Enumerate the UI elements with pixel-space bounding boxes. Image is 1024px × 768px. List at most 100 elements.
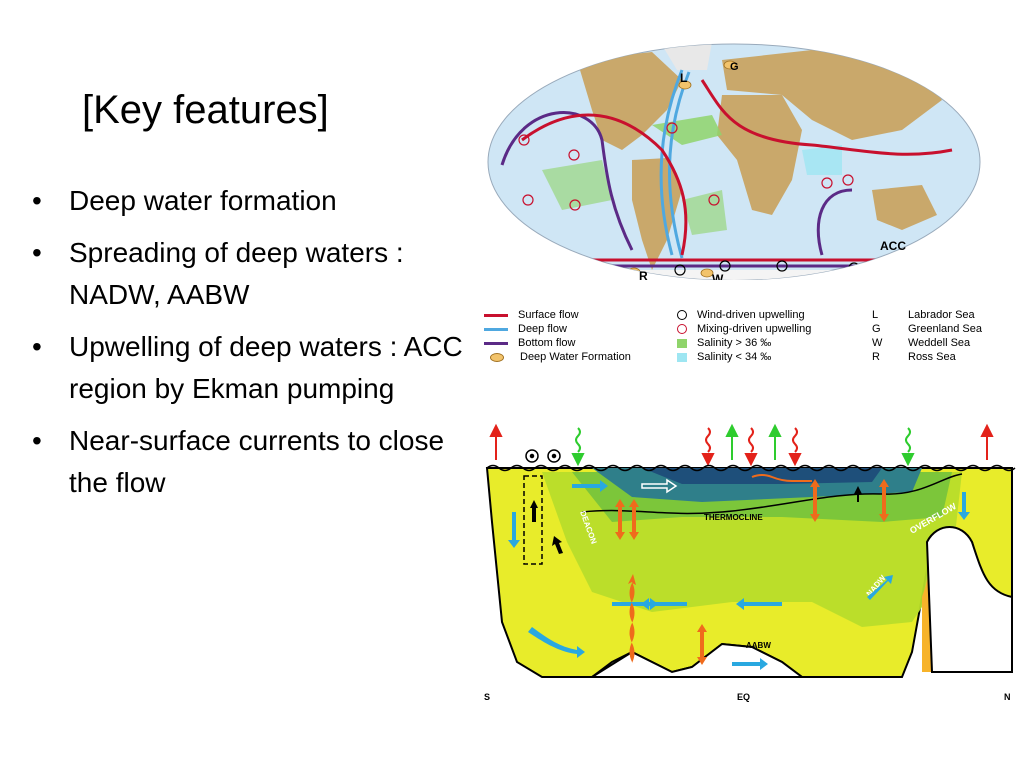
legend-label: Salinity > 36 ‰	[697, 337, 772, 349]
bullet-text: Deep water formation	[69, 185, 337, 216]
legend-sea: Weddell Sea	[908, 337, 971, 349]
label-ross: R	[639, 269, 648, 280]
legend-col-upwelling: Wind-driven upwelling Mixing-driven upwe…	[677, 308, 811, 364]
salty-patch	[652, 115, 722, 145]
orange-wavy-upwelling	[628, 574, 636, 663]
ocean-circulation-map: L G R W ACC	[482, 40, 982, 286]
mixing-upwelling-markers	[518, 122, 854, 211]
bullet-item: • Spreading of deep waters : NADW, AABW	[30, 232, 480, 316]
white-flow-arrow	[641, 478, 678, 494]
green-up-arrow	[725, 423, 739, 460]
red-down-arrow	[788, 427, 802, 467]
red-up-arrow	[489, 423, 503, 460]
legend-sea: Labrador Sea	[908, 309, 975, 321]
orange-arrows	[615, 479, 889, 665]
legend-item: Salinity < 34 ‰	[677, 350, 811, 364]
legend-code: L	[872, 309, 879, 321]
bullet-item: • Near-surface currents to close the flow	[30, 420, 480, 504]
axis-equator: EQ	[737, 692, 750, 702]
mixing-upwelling-icon	[677, 324, 687, 335]
bullet-item: • Deep water formation	[30, 180, 480, 222]
legend-item: Bottom flow	[484, 336, 631, 350]
convection-box	[523, 475, 543, 565]
salty-patch	[542, 160, 612, 210]
label-greenland: G	[730, 61, 739, 73]
red-down-arrow	[701, 427, 715, 467]
label-acc: ACC	[880, 239, 906, 253]
legend-item: Deep Water Formation	[484, 350, 631, 364]
eurasia	[722, 50, 942, 140]
legend-label: Bottom flow	[518, 337, 576, 349]
legend-label: Deep Water Formation	[520, 351, 631, 363]
label-labrador: L	[680, 71, 687, 85]
legend-code: G	[872, 323, 881, 335]
wind-upwelling-icon	[677, 310, 687, 321]
green-down-arrow	[901, 427, 915, 467]
surface-flow-swatch	[484, 313, 508, 317]
fresh-swatch	[677, 352, 687, 362]
salty-patch	[682, 190, 727, 235]
bullet-text: Upwelling of deep waters : ACC region by…	[69, 331, 463, 404]
sea-surface	[486, 464, 1016, 472]
legend-sea: Greenland Sea	[908, 323, 982, 335]
bullet-item: • Upwelling of deep waters : ACC region b…	[30, 326, 480, 410]
north-america	[577, 52, 682, 150]
section-svg: THERMOCLINE OVERFLOW DEACON NADW AABW	[484, 423, 1016, 702]
label-weddell: W	[712, 272, 724, 280]
legend-item: Deep flow	[484, 322, 631, 336]
antarctica	[488, 270, 980, 280]
bottom-flow-swatch	[484, 341, 508, 345]
legend-item: Salinity > 36 ‰	[677, 336, 811, 350]
deep-flow-atlantic-2	[668, 71, 691, 259]
thermocline-label: THERMOCLINE	[704, 513, 763, 522]
meridional-section: THERMOCLINE OVERFLOW DEACON NADW AABW	[482, 422, 1022, 712]
map-legend: Surface flow Deep flow Bottom flow Deep …	[484, 308, 1024, 368]
surface-flux-arrows	[489, 423, 994, 467]
greenland	[662, 44, 712, 70]
green-up-arrow	[768, 423, 782, 460]
formation-swatch	[490, 352, 504, 362]
legend-item: Mixing-driven upwelling	[677, 322, 811, 336]
legend-col-seas: Labrador Sea Greenland Sea Weddell Sea R…	[908, 308, 982, 364]
deep-flow-atlantic	[659, 69, 684, 256]
upwelling-markers	[525, 449, 561, 463]
axis-north: N	[1004, 692, 1011, 702]
sill	[925, 526, 1013, 673]
surface-flow-indian	[700, 79, 953, 156]
legend-code: W	[872, 337, 883, 349]
seafloor	[588, 642, 805, 678]
bottom-flow-pacific	[500, 111, 634, 251]
legend-code: R	[872, 351, 880, 363]
fresh-patch	[802, 145, 842, 175]
aabw-label: AABW	[746, 641, 771, 650]
bullet-dot: •	[32, 425, 42, 456]
legend-col-flows: Surface flow Deep flow Bottom flow Deep …	[484, 308, 631, 364]
black-arrows	[530, 486, 862, 554]
legend-item: Wind-driven upwelling	[677, 308, 811, 322]
red-down-arrow	[744, 427, 758, 467]
red-up-arrow	[980, 423, 994, 460]
legend-label: Surface flow	[518, 309, 579, 321]
bullet-dot: •	[32, 331, 42, 362]
bullet-text: Near-surface currents to close the flow	[69, 425, 445, 498]
legend-label: Deep flow	[518, 323, 567, 335]
slide-title: [Key features]	[82, 88, 329, 132]
surface-flow-atlantic	[521, 113, 688, 256]
legend-sea: Ross Sea	[908, 351, 956, 363]
cyan-arrows	[508, 480, 970, 670]
green-down-arrow	[571, 427, 585, 467]
axis-south: S	[484, 692, 490, 702]
bullet-dot: •	[32, 237, 42, 268]
legend-label: Mixing-driven upwelling	[697, 323, 812, 335]
bottom-flow-indian	[816, 188, 853, 256]
bullet-list: • Deep water formation • Spreading of deep…	[30, 180, 480, 514]
legend-label: Salinity < 34 ‰	[697, 351, 772, 363]
map-svg: L G R W ACC	[487, 43, 981, 286]
orange-wavy-surface	[751, 474, 812, 482]
bullet-dot: •	[32, 185, 42, 216]
legend-label: Wind-driven upwelling	[697, 309, 805, 321]
thermocline-line	[581, 473, 963, 515]
deep-flow-swatch	[484, 327, 508, 331]
bullet-text: Spreading of deep waters : NADW, AABW	[69, 237, 404, 310]
australia	[872, 185, 937, 230]
